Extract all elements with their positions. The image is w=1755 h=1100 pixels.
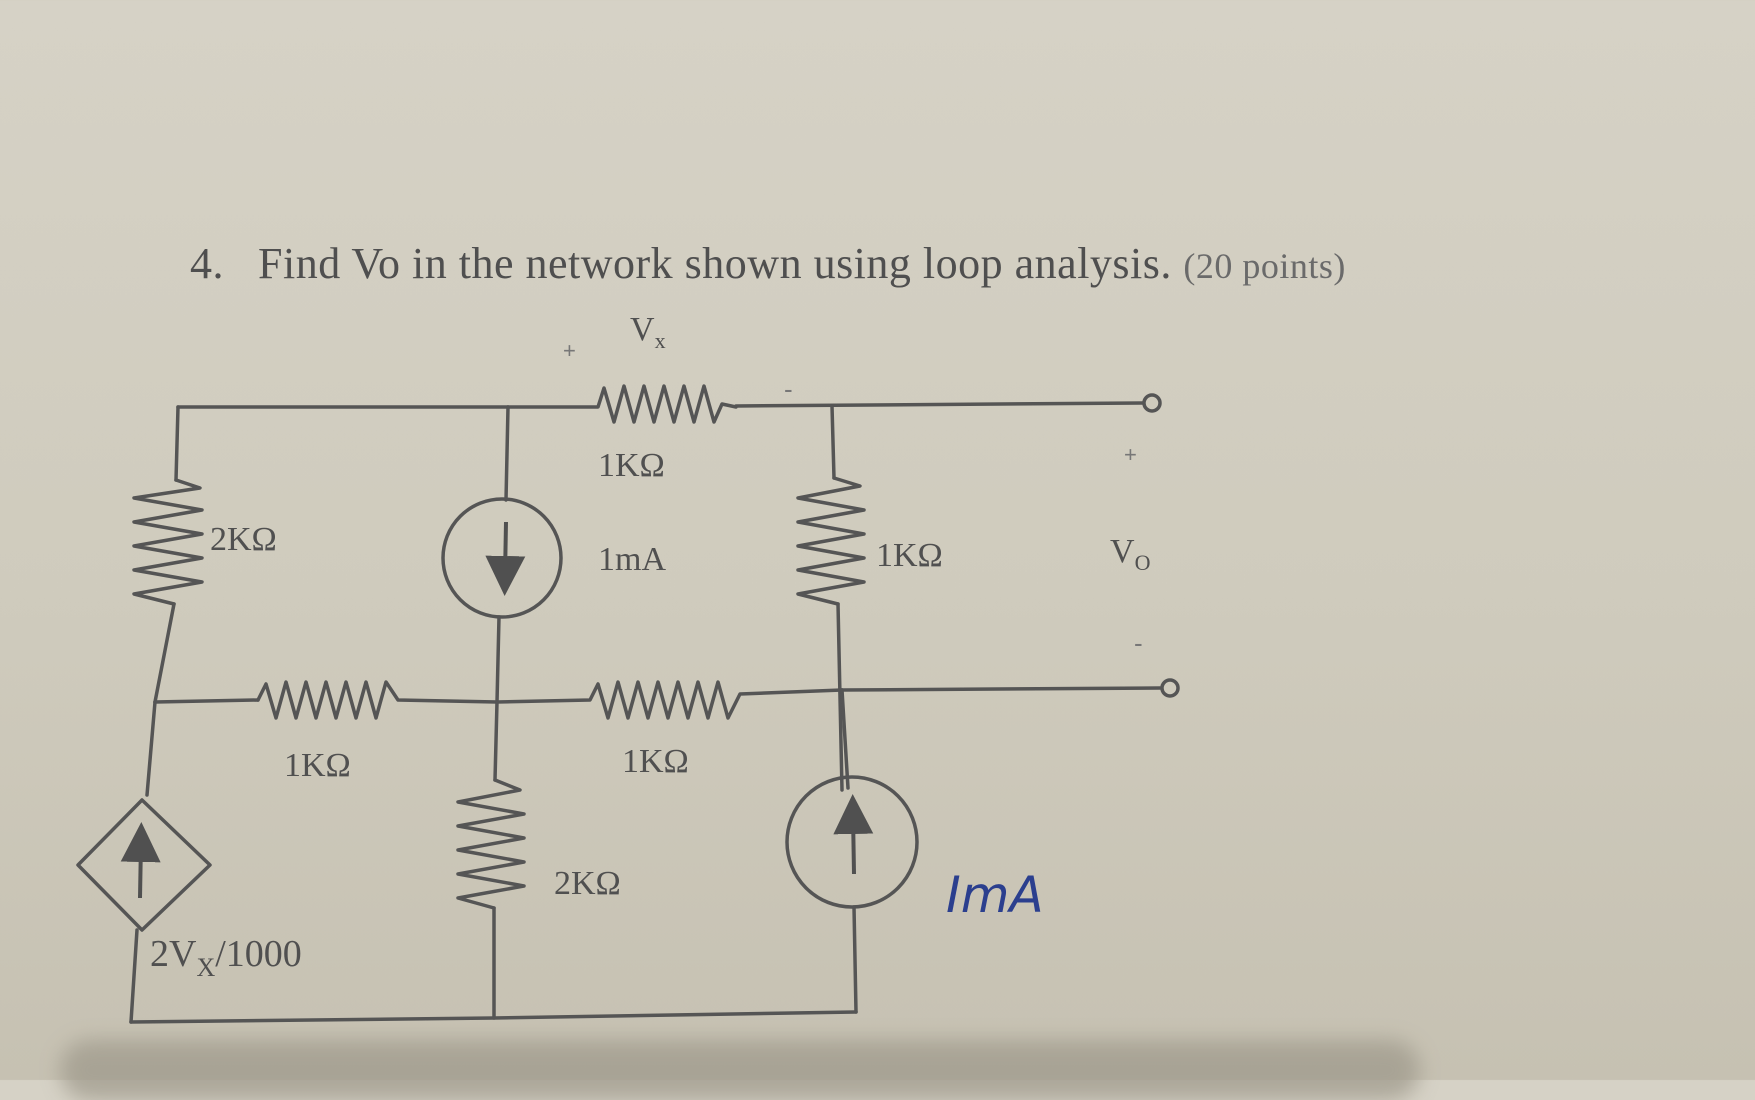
resistor-left-label: 2KΩ: [210, 521, 277, 558]
vx-label: Vx: [630, 311, 666, 353]
wire-left-top: [174, 405, 180, 482]
wire-right-mid: [836, 602, 844, 792]
question-points: (20 points): [1183, 246, 1346, 286]
wire-top-right: [734, 401, 1145, 408]
resistor-top-zigzag: [506, 384, 738, 424]
current-source-top: [441, 497, 563, 619]
current-source-bottom: [785, 775, 919, 909]
dependent-source-diamond: [76, 798, 212, 932]
vx-plus-sign: +: [563, 338, 576, 363]
wire-bottom: [129, 1010, 858, 1024]
question-body: Find Vo in the network shown using loop …: [258, 239, 1172, 288]
vo-minus-sign: -: [1134, 628, 1143, 658]
resistor-bottom-mid-label: 2KΩ: [554, 865, 621, 902]
wire-mid-right: [840, 686, 1162, 692]
vo-terminal-bottom: [1160, 678, 1180, 698]
vo-plus-sign: +: [1124, 442, 1137, 467]
dependent-source-label: 2VX/1000: [150, 933, 302, 982]
wire-left-mid: [153, 602, 176, 704]
wire-right-top: [830, 404, 836, 480]
wire-bottom-right-lower: [852, 905, 858, 1014]
vo-terminal-top: [1142, 393, 1162, 413]
vx-minus-sign: -: [784, 374, 793, 404]
arrow-down-icon: [485, 521, 526, 596]
vo-label: VO: [1110, 533, 1150, 575]
question-number: 4.: [190, 239, 224, 288]
arrow-up-icon: [833, 794, 874, 875]
resistor-right-label: 1KΩ: [876, 537, 943, 574]
resistor-right-zigzag: [796, 476, 866, 606]
resistor-mid-left-zigzag: [256, 680, 499, 720]
resistor-top-label: 1KΩ: [598, 447, 665, 484]
resistor-mid-right-label: 1KΩ: [622, 743, 689, 780]
wire-mid-top: [504, 405, 510, 502]
resistor-left-zigzag: [132, 478, 204, 606]
current-source-top-label: 1mA: [598, 541, 666, 578]
wire-bottom-mid-top: [493, 700, 499, 782]
wire-mid-left: [153, 698, 260, 704]
resistor-bottom-mid-zigzag: [456, 778, 526, 910]
wire-mid-between: [495, 615, 501, 704]
handwritten-note: ImA: [946, 866, 1044, 924]
question-text: 4. Find Vo in the network shown using loo…: [190, 238, 1346, 289]
wire-left-bottom: [129, 928, 139, 1024]
resistor-mid-left-label: 1KΩ: [284, 747, 351, 784]
resistor-mid-right-zigzag: [495, 680, 844, 720]
wire-bottom-right-top: [840, 688, 850, 790]
wire-left-lower: [145, 700, 157, 797]
arrow-up-dependent-icon: [120, 822, 161, 899]
